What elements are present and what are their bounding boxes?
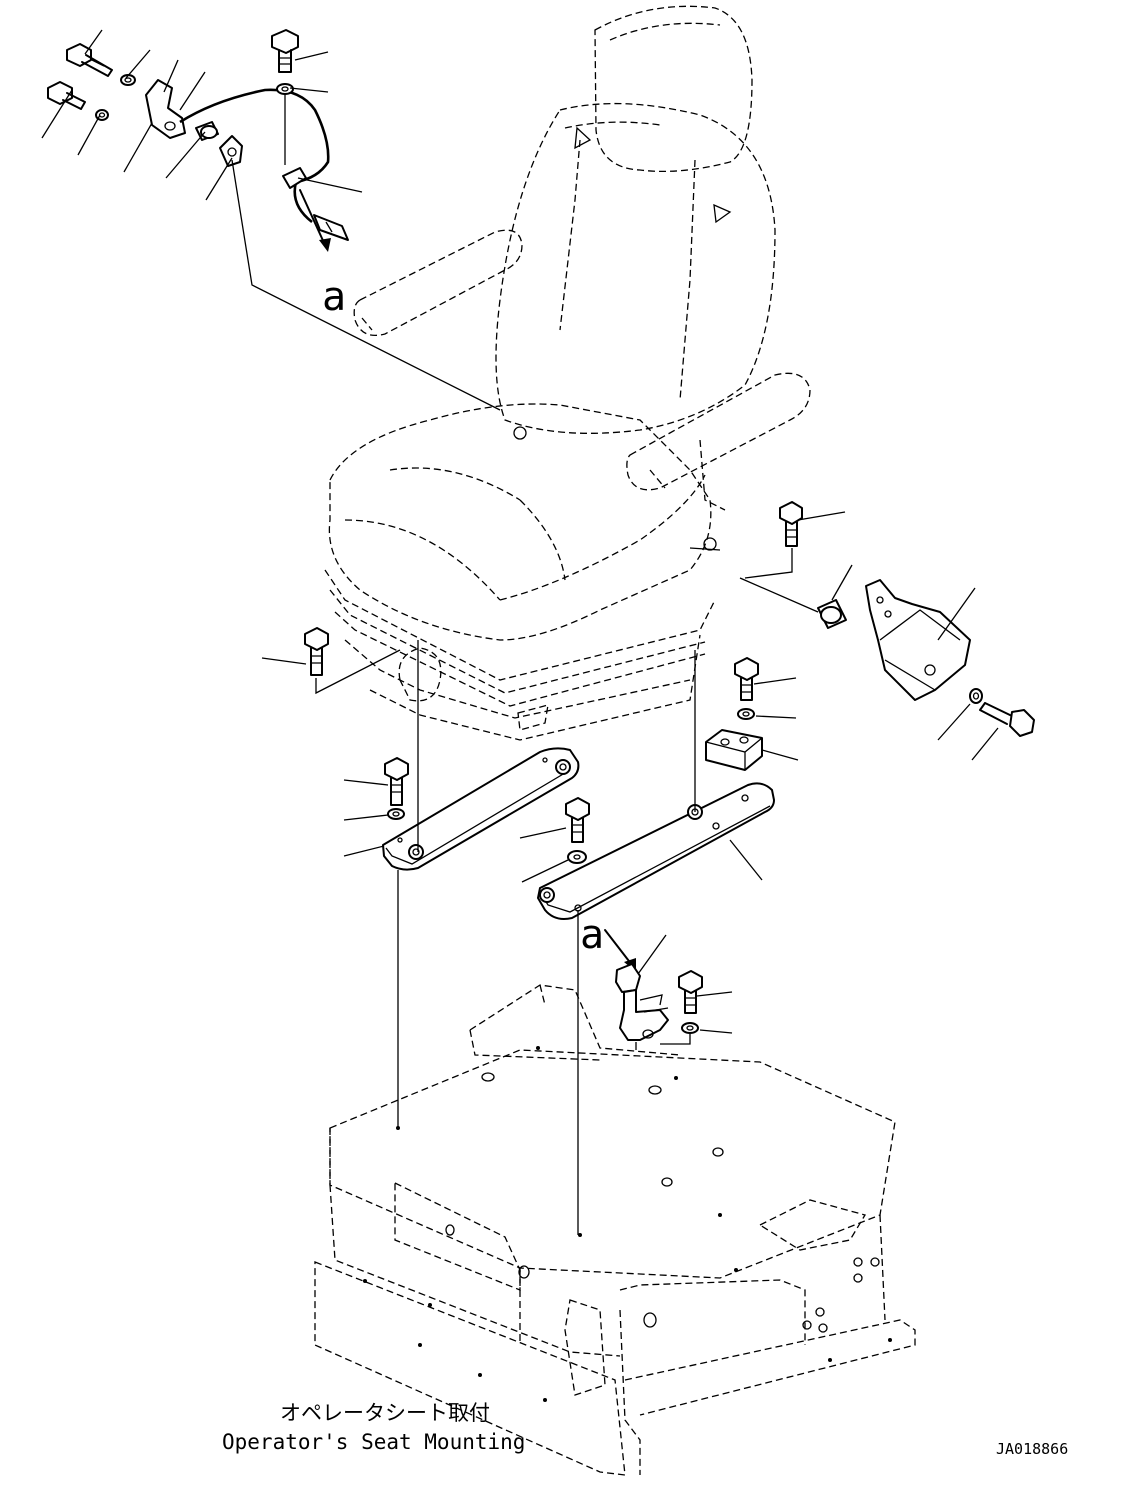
seat-rails: [261, 627, 799, 1235]
bolt-left-plate: [384, 757, 409, 806]
bolt-right-lower: [979, 702, 1035, 737]
bolt-spacer: [734, 657, 759, 701]
bolt-switch: [678, 970, 703, 1014]
caption-english: Operator's Seat Mounting: [222, 1430, 525, 1454]
right-belt-bracket: [739, 501, 1035, 761]
bolt-seat-left: [304, 627, 329, 676]
seat-belt-harness: a: [41, 29, 501, 411]
bolt-right-upper: [779, 501, 803, 547]
reference-mark-a-bottom: a: [580, 912, 604, 958]
bolt-right-plate: [565, 797, 590, 843]
bolt-lower-left: [47, 81, 86, 110]
reference-mark-a-top: a: [322, 274, 346, 320]
bolt-top-center: [271, 29, 299, 73]
floor-frame: [314, 984, 916, 1476]
operator-seat: [324, 5, 811, 741]
bolt-top-left: [66, 43, 113, 77]
caption: オペレータシート取付 オペレータシート取付 Operator's Seat Mo…: [222, 1401, 525, 1454]
caption-japanese-text: オペレータシート取付: [280, 1401, 490, 1425]
drawing-number: JA018866: [996, 1440, 1068, 1458]
seat-switch: a: [580, 912, 733, 1050]
